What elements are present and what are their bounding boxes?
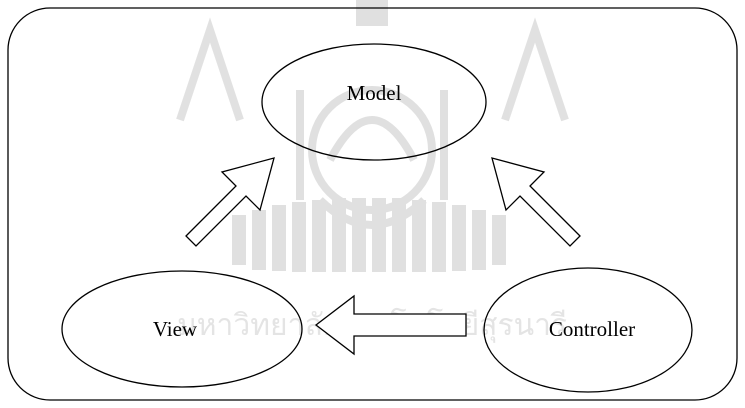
controller-node: Controller: [483, 267, 693, 393]
view-label: View: [153, 317, 198, 341]
view-node: View: [61, 270, 303, 388]
arrow-controller-to-model: [491, 157, 581, 247]
model-label: Model: [347, 81, 402, 105]
model-ellipse: [261, 43, 487, 161]
controller-ellipse: [483, 267, 693, 393]
arrow-view-to-model: [185, 157, 275, 247]
arrow-controller-to-view: [314, 294, 467, 356]
diagram-frame: [7, 7, 738, 401]
view-ellipse: [61, 270, 303, 388]
controller-label: Controller: [549, 317, 635, 341]
model-node: Model: [261, 43, 487, 161]
